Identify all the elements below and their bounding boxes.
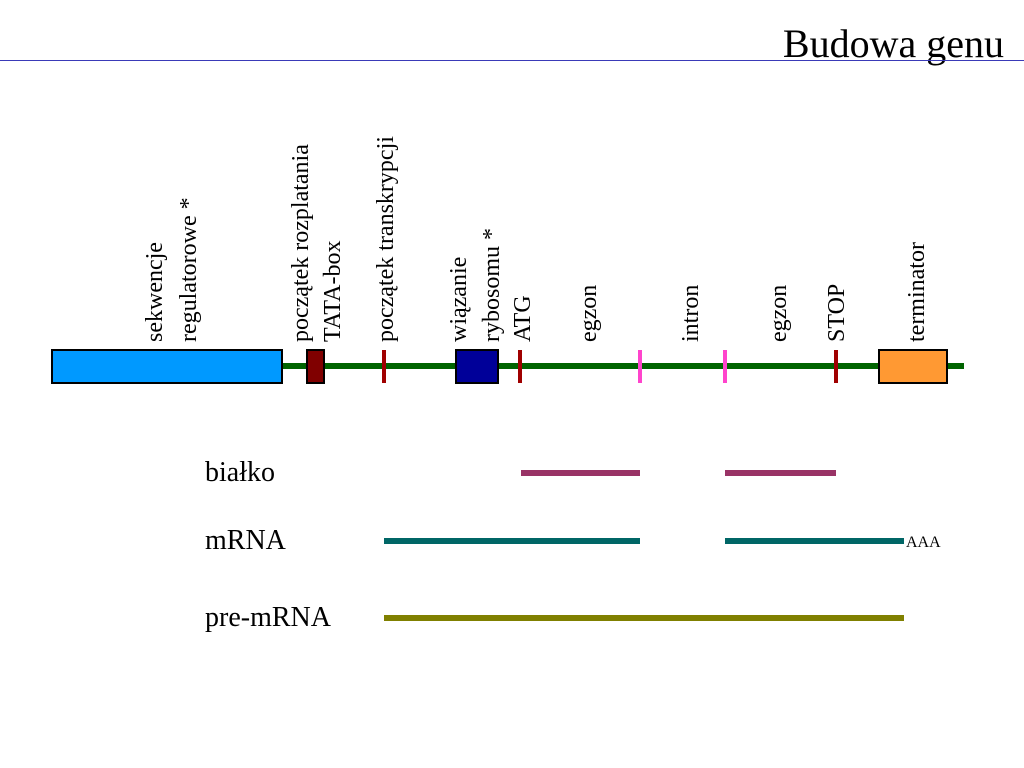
terminator-label: terminator xyxy=(904,242,930,342)
ribosome-binding-box xyxy=(455,349,499,384)
regulatory-label-line1: sekwencje xyxy=(142,242,168,342)
ribosome-label-line1: wiązanie xyxy=(446,257,472,342)
page-title: Budowa genu xyxy=(782,21,1004,66)
regulatory-sequence-box xyxy=(51,349,283,384)
tata-label-line1: początek rozplatania xyxy=(288,144,314,342)
poly-a-tail-label: AAA xyxy=(906,534,941,551)
terminator-box xyxy=(878,349,948,384)
title-divider xyxy=(0,60,1024,61)
protein-label: białko xyxy=(205,457,275,488)
regulatory-label-line2: regulatorowe * xyxy=(176,197,202,342)
transcription-start-label: początek transkrypcji xyxy=(373,136,399,342)
ribosome-label-line2: rybosomu * xyxy=(479,228,505,342)
tata-label-line2: TATA-box xyxy=(320,241,346,342)
exon2-label: egzon xyxy=(766,285,792,342)
pre-mrna-label: pre-mRNA xyxy=(205,602,332,633)
intron-label: intron xyxy=(678,285,704,342)
atg-label: ATG xyxy=(510,295,536,342)
tata-box xyxy=(306,349,325,384)
exon1-label: egzon xyxy=(576,285,602,342)
stop-label: STOP xyxy=(824,284,850,342)
mrna-label: mRNA xyxy=(205,525,287,556)
